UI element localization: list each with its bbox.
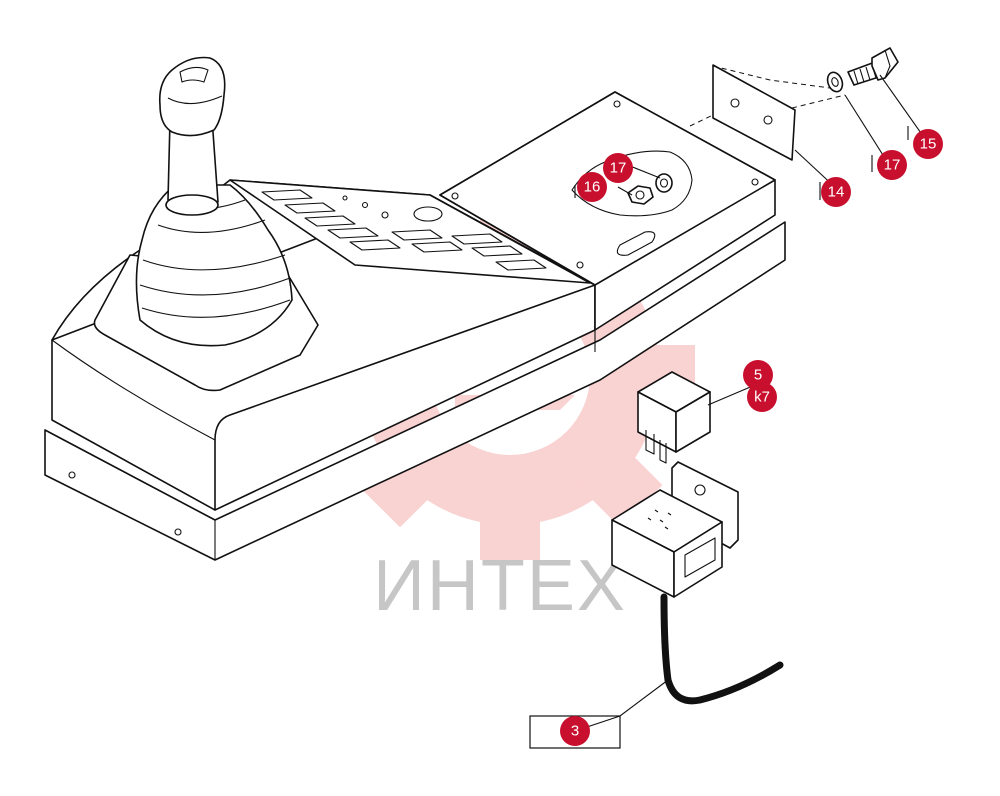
svg-text:14: 14 <box>828 184 845 201</box>
relay-socket <box>611 461 739 598</box>
svg-text:16: 16 <box>584 179 601 196</box>
relay <box>637 371 711 464</box>
callout-17-top[interactable]: 17 <box>603 153 633 183</box>
callout-16[interactable]: 16 <box>577 172 607 202</box>
callout-3[interactable]: 3 <box>560 716 590 746</box>
callout-k7[interactable]: k7 <box>747 382 777 412</box>
svg-text:15: 15 <box>920 136 937 153</box>
wire-harness <box>660 593 784 705</box>
callout-14[interactable]: 14 <box>821 177 851 207</box>
control-console <box>44 56 786 561</box>
leader-lines <box>574 74 929 731</box>
svg-text:3: 3 <box>571 723 579 740</box>
bolt-assembly <box>826 47 899 93</box>
bracket-plate <box>689 64 846 161</box>
nut-and-washer <box>627 173 673 205</box>
callouts: 17 16 14 17 15 5 k7 3 <box>560 129 943 746</box>
svg-text:17: 17 <box>884 157 901 174</box>
svg-text:17: 17 <box>610 160 627 177</box>
callout-17-right[interactable]: 17 <box>877 150 907 180</box>
callout-15[interactable]: 15 <box>913 129 943 159</box>
watermark-text: ИНТЕХ <box>373 546 627 626</box>
svg-text:5: 5 <box>754 367 762 384</box>
svg-text:k7: k7 <box>754 389 770 406</box>
